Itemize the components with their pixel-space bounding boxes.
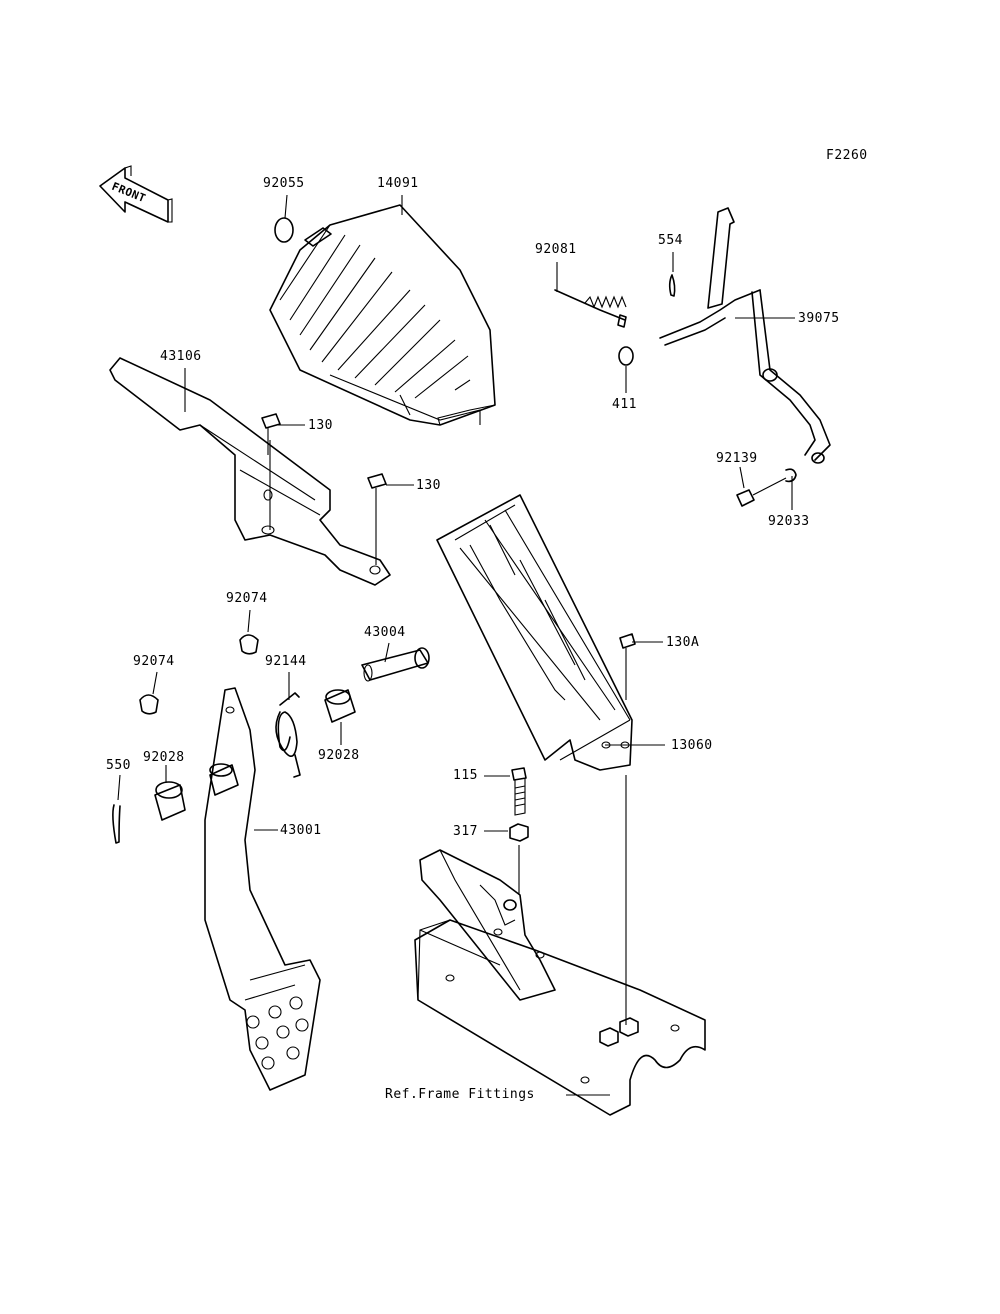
boot-14091 [269, 204, 496, 426]
part-label-130-a: 130 [308, 418, 333, 433]
frame-fittings [414, 849, 706, 1116]
diagram-code: F2260 [826, 148, 868, 163]
part-label-43001: 43001 [280, 823, 322, 838]
plug-92074-b [139, 694, 159, 715]
part-label-411: 411 [612, 397, 637, 412]
part-label-92055: 92055 [263, 176, 305, 191]
spring-92081 [554, 289, 627, 328]
part-label-130A: 130A [666, 635, 700, 650]
part-label-92081: 92081 [535, 242, 577, 257]
bushing-92139 [736, 489, 755, 507]
part-label-92074-b: 92074 [133, 654, 175, 669]
part-label-13060: 13060 [671, 738, 713, 753]
bolt-115 [511, 767, 527, 816]
part-label-550: 550 [106, 758, 131, 773]
leader-lines [117, 194, 795, 1096]
spring-92144 [275, 692, 301, 778]
ref-frame-fittings-label: Ref.Frame Fittings [385, 1087, 535, 1102]
cotter-pin-550 [112, 804, 121, 844]
part-label-39075: 39075 [798, 311, 840, 326]
nut-317 [509, 823, 529, 842]
part-label-43106: 43106 [160, 349, 202, 364]
rod-39075 [659, 207, 831, 464]
bushing-92028-b [154, 781, 186, 821]
part-label-92074-a: 92074 [226, 591, 268, 606]
accel-pedal-13060 [436, 494, 633, 771]
plug-92074-a [239, 634, 259, 655]
part-label-92139: 92139 [716, 451, 758, 466]
cotter-pin-554 [668, 274, 676, 297]
clip-92033 [785, 468, 797, 483]
bolt-130-a [261, 413, 281, 455]
pin-43004 [361, 647, 430, 682]
washer-411 [618, 346, 634, 366]
part-label-130-b: 130 [416, 478, 441, 493]
part-label-92144: 92144 [265, 654, 307, 669]
part-label-317: 317 [453, 824, 478, 839]
bushing-92028-a [324, 689, 356, 723]
part-label-92028-b: 92028 [143, 750, 185, 765]
part-label-14091: 14091 [377, 176, 419, 191]
part-label-554: 554 [658, 233, 683, 248]
bolt-130-b [367, 473, 387, 565]
brake-pedal-43001 [204, 687, 321, 1091]
part-label-43004: 43004 [364, 625, 406, 640]
bolt-130A [619, 633, 636, 1025]
hand-lever-43106 [109, 357, 391, 586]
part-label-92033: 92033 [768, 514, 810, 529]
part-label-115: 115 [453, 768, 478, 783]
part-label-92028-a: 92028 [318, 748, 360, 763]
front-arrow-icon [99, 165, 173, 223]
